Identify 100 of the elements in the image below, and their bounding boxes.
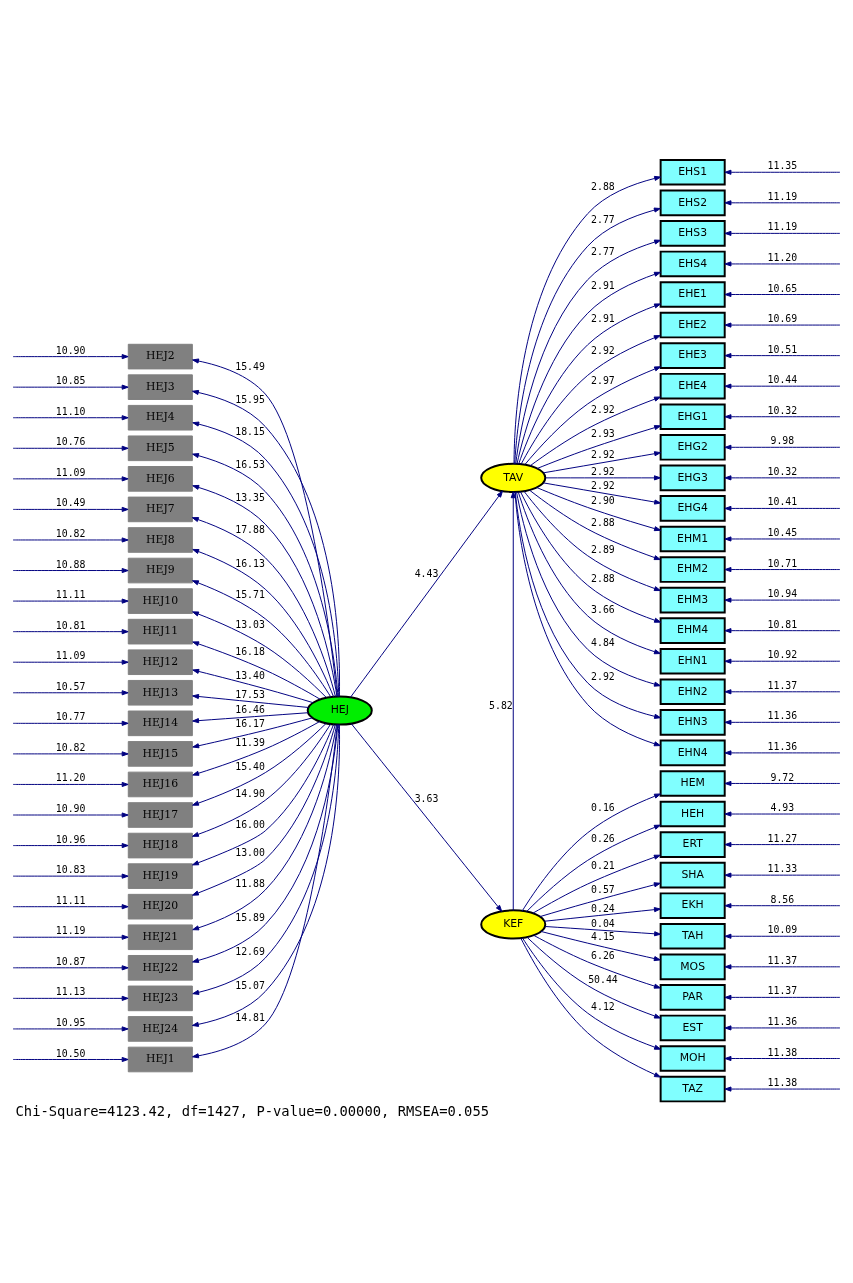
- edge-label: 11.39: [235, 736, 265, 748]
- edge-label: 13.00: [235, 846, 265, 858]
- arrow: [724, 841, 841, 847]
- edge-label: 11.20: [55, 771, 86, 783]
- arrow: [517, 490, 661, 654]
- edge-label: 10.69: [767, 312, 798, 324]
- node-box: EHN4: [659, 739, 726, 766]
- edge-label: 10.92: [767, 648, 798, 660]
- edge-label: 17.53: [235, 688, 265, 700]
- node-ellipse: HEJ: [306, 694, 373, 726]
- edge-label: 10.96: [55, 833, 86, 845]
- edge-label: 2.91: [591, 312, 615, 324]
- arrow: [12, 873, 129, 879]
- arrow: [12, 750, 129, 756]
- arrow: [12, 1056, 129, 1062]
- arrow: [532, 854, 661, 914]
- arrow: [724, 291, 841, 297]
- arrow: [543, 450, 662, 473]
- arrow: [520, 937, 661, 1078]
- edge-label: 11.27: [767, 832, 798, 844]
- edge-label: 10.76: [55, 435, 86, 447]
- node-box: EHN2: [659, 677, 726, 705]
- edge-label: 17.88: [235, 523, 265, 535]
- edge-label: 15.40: [235, 760, 265, 772]
- arrow: [724, 627, 841, 633]
- arrow: [724, 1055, 841, 1061]
- arrow: [192, 720, 321, 776]
- node-box: EKH: [659, 891, 726, 919]
- arrow: [192, 723, 335, 865]
- arrow: [524, 365, 662, 465]
- edge-label: 14.81: [235, 1011, 265, 1023]
- arrow: [544, 906, 661, 922]
- edge-label: 15.89: [235, 911, 265, 923]
- edge-label: 2.77: [591, 245, 615, 257]
- edge-label: 11.19: [767, 190, 798, 202]
- arrow: [724, 749, 841, 755]
- arrow: [12, 781, 129, 787]
- edge-label: 11.38: [767, 1076, 798, 1088]
- edge-label: 9.72: [770, 771, 795, 783]
- node-ellipse: TAV: [480, 462, 547, 493]
- node-box: HEH: [659, 800, 726, 827]
- node-box: EHE3: [659, 341, 726, 369]
- arrow: [724, 933, 841, 939]
- node-box: EHE2: [659, 311, 726, 338]
- edge-label: 0.04: [591, 917, 615, 929]
- arrow: [192, 640, 321, 700]
- arrow: [520, 334, 661, 465]
- arrow: [724, 688, 841, 694]
- arrow: [724, 352, 841, 358]
- arrow: [192, 722, 327, 806]
- node-box: EHE4: [659, 372, 726, 399]
- edge-label: 4.12: [591, 1000, 615, 1012]
- arrow: [528, 489, 661, 560]
- edge-label: 13.40: [235, 669, 265, 681]
- node-box: TAH: [659, 922, 726, 950]
- arrow: [518, 302, 661, 464]
- arrow: [12, 598, 129, 604]
- arrow: [539, 881, 661, 917]
- edge-label: 11.35: [767, 159, 798, 171]
- arrow: [724, 444, 841, 450]
- node-ellipse: KEF: [480, 908, 547, 939]
- edge-label: 10.41: [767, 495, 798, 507]
- node-box: HEJ19: [127, 862, 193, 889]
- edge-label: 3.63: [414, 792, 439, 804]
- node-box: HEJ15: [127, 740, 193, 767]
- arrow: [12, 842, 129, 848]
- node-box: HEJ10: [127, 587, 193, 614]
- arrow: [350, 722, 503, 912]
- edge-label: 10.83: [55, 863, 86, 875]
- node-box: EHS1: [659, 158, 726, 186]
- edge-label: 2.89: [591, 543, 615, 555]
- arrow: [724, 994, 841, 1000]
- node-box: HEJ12: [127, 648, 193, 675]
- node-box: MOS: [659, 953, 726, 980]
- node-box: EHS4: [659, 250, 726, 277]
- node-box: MOH: [659, 1044, 726, 1072]
- edge-label: 2.91: [591, 279, 615, 291]
- edge-label: 11.13: [55, 985, 86, 997]
- caption: Chi-Square=4123.42, df=1427, P-value=0.00000, RMSEA=0.055: [15, 1102, 490, 1119]
- edge-label: 13.35: [235, 491, 265, 503]
- edge-label: 4.15: [591, 930, 615, 942]
- arrow: [12, 689, 129, 695]
- edge-label: 15.71: [235, 588, 265, 600]
- arrow: [12, 720, 129, 726]
- edge-label: 8.56: [770, 893, 795, 905]
- node-box: EHN3: [659, 708, 726, 736]
- edge-label: 10.65: [767, 282, 798, 294]
- arrow: [12, 536, 129, 543]
- edge-label: 2.92: [591, 465, 615, 477]
- arrow: [724, 1086, 841, 1092]
- edge-label: 2.77: [591, 213, 615, 225]
- edge-label: 2.92: [591, 403, 615, 415]
- edge-label: 10.45: [767, 526, 798, 538]
- node-box: EHG1: [659, 402, 726, 430]
- edge-label: 15.07: [235, 979, 265, 991]
- arrow: [724, 535, 841, 542]
- node-box: HEJ17: [127, 801, 193, 828]
- node-box: HEJ18: [127, 832, 193, 858]
- node-box: HEJ11: [127, 618, 193, 644]
- arrow: [12, 811, 129, 818]
